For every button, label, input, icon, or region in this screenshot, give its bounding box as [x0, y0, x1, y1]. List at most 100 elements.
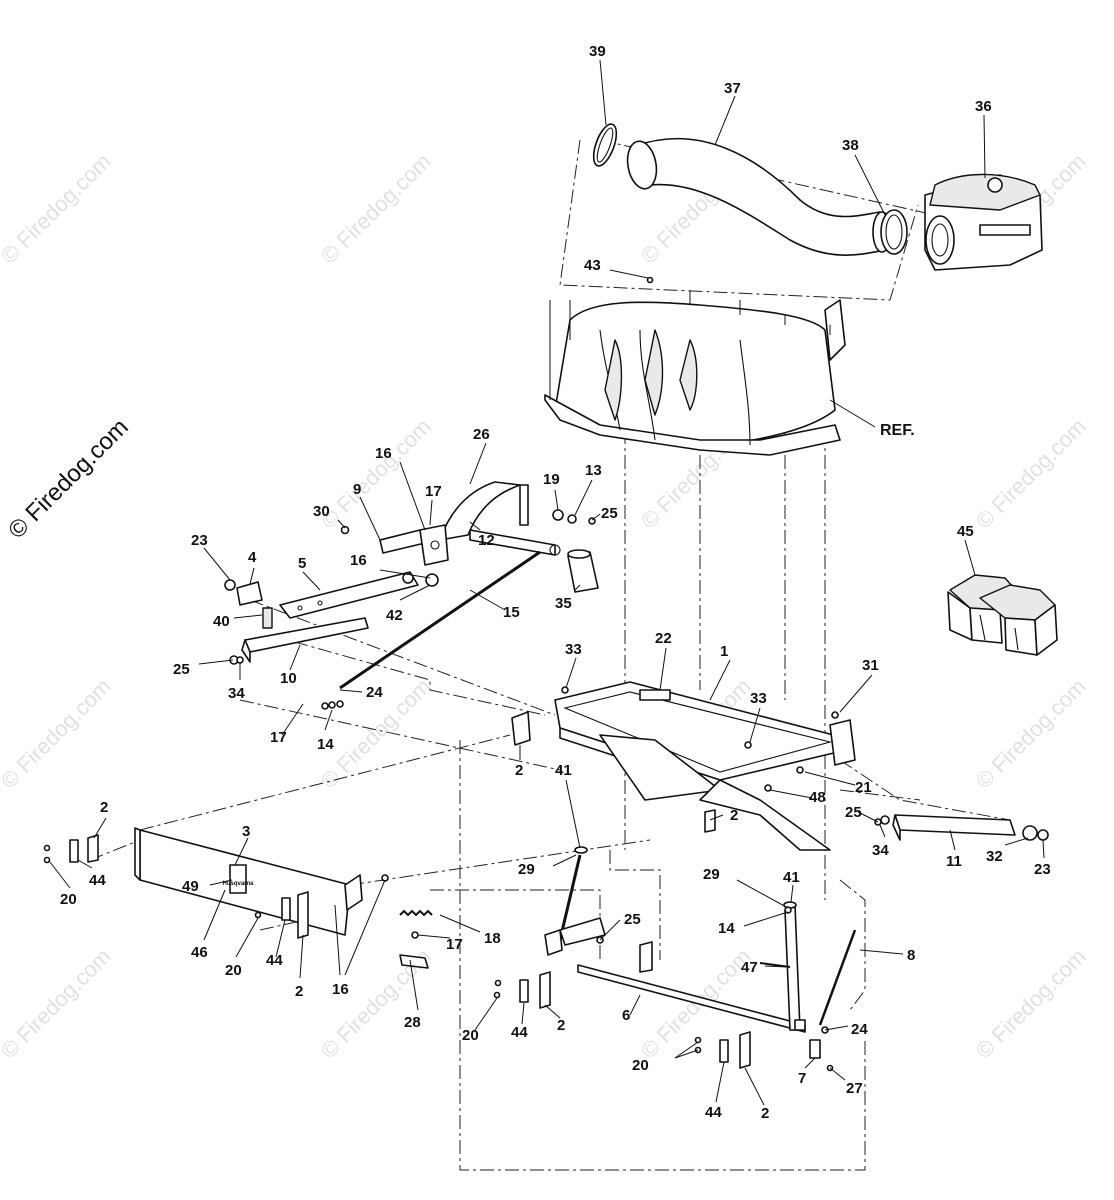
part-45-weight-set	[947, 574, 1058, 656]
leader-lines	[49, 59, 1045, 1106]
frame-line	[839, 789, 921, 801]
part-19-13-hardware	[552, 509, 596, 525]
callout-25: 25	[845, 804, 862, 821]
callout-34: 34	[228, 685, 245, 702]
part-7-spring	[809, 1039, 821, 1059]
callout-44: 44	[266, 952, 283, 969]
part-8-rod	[818, 929, 857, 1026]
callout-40: 40	[213, 613, 230, 630]
callout-41: 41	[555, 762, 572, 779]
callout-17: 17	[446, 936, 463, 953]
callout-2: 2	[730, 807, 738, 824]
callout-45: 45	[957, 523, 974, 540]
callout-25: 25	[173, 661, 190, 678]
frame-line	[139, 734, 511, 831]
callout-19: 19	[543, 471, 560, 488]
callout-23: 23	[191, 532, 208, 549]
callout-39: 39	[589, 43, 606, 60]
callout-2: 2	[295, 983, 303, 1000]
callout-34: 34	[872, 842, 889, 859]
callout-42: 42	[386, 607, 403, 624]
watermark: © Firedog.com	[0, 944, 116, 1064]
callout-46: 46	[191, 944, 208, 961]
callout-16: 16	[350, 552, 367, 569]
callout-16: 16	[332, 981, 349, 998]
callout-20: 20	[462, 1027, 479, 1044]
watermark-main: © Firedog.com	[3, 414, 134, 545]
frame-line	[239, 699, 561, 771]
callout-24: 24	[366, 684, 383, 701]
callout-31: 31	[862, 657, 879, 674]
callout-18: 18	[484, 930, 501, 947]
callout-12: 12	[478, 532, 495, 549]
part-5-link-bar	[279, 571, 419, 619]
callout-3: 3	[242, 823, 250, 840]
assembly-lines	[89, 139, 1011, 1171]
watermark: © Firedog.com	[0, 149, 116, 269]
part-3-deflector-panel: Husqvarna	[134, 827, 363, 936]
loop-line	[459, 740, 866, 1171]
part-15-rod	[339, 550, 541, 690]
callout-2: 2	[100, 799, 108, 816]
callout-25: 25	[624, 911, 641, 928]
frame-line	[349, 839, 651, 886]
callout-1: 1	[720, 643, 728, 660]
callout-25: 25	[601, 505, 618, 522]
callout-44: 44	[89, 872, 106, 889]
callout-29: 29	[703, 866, 720, 883]
callout-14: 14	[718, 920, 735, 937]
bracket-line	[430, 889, 601, 960]
brand-plate-text: Husqvarna	[222, 881, 254, 887]
callout-38: 38	[842, 137, 859, 154]
callout-22: 22	[655, 630, 672, 647]
callout-14: 14	[317, 736, 334, 753]
hose-assembly-line	[559, 139, 919, 301]
frame-line	[249, 599, 556, 716]
part-41-caps	[574, 846, 797, 909]
callout-20: 20	[632, 1057, 649, 1074]
callout-8: 8	[907, 947, 915, 964]
callout-21: 21	[855, 779, 872, 796]
callout-13: 13	[585, 462, 602, 479]
callout-33: 33	[565, 641, 582, 658]
callout-29: 29	[518, 861, 535, 878]
bracket-line	[839, 879, 866, 1011]
callout-ref: REF.	[880, 422, 915, 439]
part-35-bushing	[567, 549, 599, 593]
callout-20: 20	[225, 962, 242, 979]
callout-2: 2	[515, 762, 523, 779]
part-39-hose-clamp	[592, 123, 618, 167]
callout-44: 44	[511, 1024, 528, 1041]
callout-5: 5	[298, 555, 306, 572]
callout-36: 36	[975, 98, 992, 115]
part-1-chute-frame	[554, 681, 856, 851]
callout-43: 43	[584, 257, 601, 274]
watermark: © Firedog.com	[971, 674, 1091, 794]
part-40-spacer	[262, 607, 273, 629]
hardware-fasteners	[43, 276, 882, 1072]
part-28-latch	[399, 954, 429, 969]
watermark: © Firedog.com	[971, 944, 1091, 1064]
callout-33: 33	[750, 690, 767, 707]
part-11-frame-bar	[880, 814, 1049, 841]
part-2-bracket-set	[87, 711, 751, 1069]
frame-line	[269, 634, 546, 716]
watermark: © Firedog.com	[316, 149, 436, 269]
callout-7: 7	[798, 1070, 806, 1087]
watermark: © Firedog.com	[971, 414, 1091, 534]
part-10-bar	[229, 617, 369, 665]
callout-4: 4	[248, 549, 257, 566]
callout-41: 41	[783, 869, 800, 886]
part-12-control-shaft	[439, 481, 561, 556]
callout-10: 10	[280, 670, 297, 687]
callout-9: 9	[353, 481, 361, 498]
callout-11: 11	[946, 853, 962, 870]
callout-49: 49	[182, 878, 199, 895]
callout-37: 37	[724, 80, 741, 97]
callout-48: 48	[809, 789, 826, 806]
part-9-bracket	[340, 524, 449, 587]
callout-35: 35	[555, 595, 572, 612]
callout-20: 20	[60, 891, 77, 908]
callout-15: 15	[503, 604, 520, 621]
